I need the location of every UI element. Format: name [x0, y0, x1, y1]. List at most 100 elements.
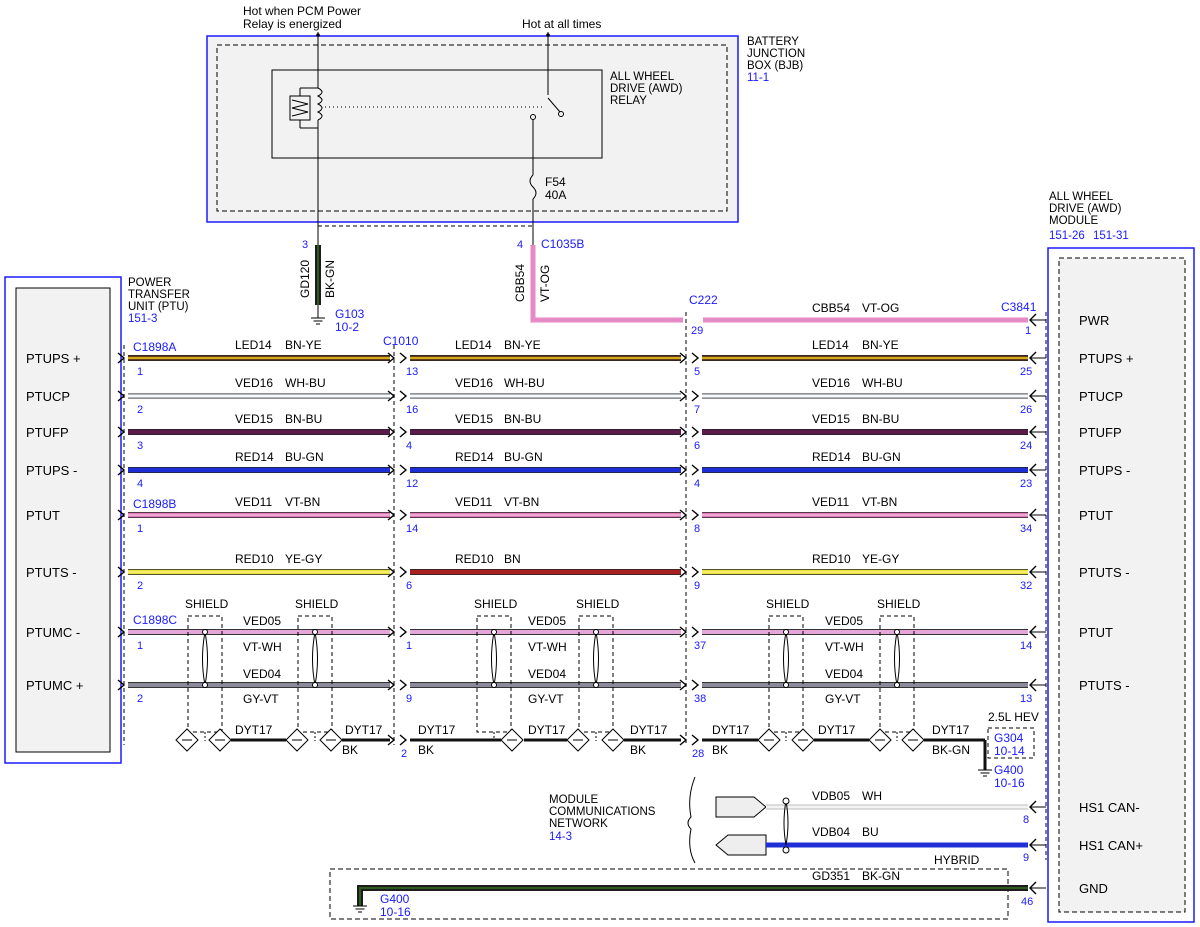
- hybrid-g400-name: G400: [380, 892, 410, 906]
- connector-arrow: [399, 352, 408, 364]
- connector-arrow: [691, 626, 700, 638]
- ptu-title-2: TRANSFER: [128, 289, 190, 301]
- wire-circuit-label: VED16: [235, 376, 273, 390]
- wire-circuit-label: VED15: [812, 412, 850, 426]
- ptu-pin-arrow: [117, 352, 126, 364]
- c222-label: C222: [689, 293, 718, 307]
- bjb-ref: 11-1: [747, 72, 769, 84]
- c1898a-label: C1898A: [133, 340, 176, 354]
- relay-coil: [289, 32, 323, 252]
- hybrid-dashed-box: [329, 868, 1009, 920]
- connector-arrow: [691, 679, 700, 691]
- wire-circuit-label: VED16: [455, 376, 493, 390]
- ptu-pin-arrow: [117, 679, 126, 691]
- awd-title-2: DRIVE (AWD): [1049, 203, 1122, 215]
- shield-label: SHIELD: [185, 597, 229, 611]
- awd-ref-1: 151-26: [1049, 230, 1085, 242]
- wire-circuit-label: RED14: [812, 450, 851, 464]
- drain-circuit-label: DYT17: [712, 723, 750, 737]
- wire-pin-number: 5: [694, 366, 700, 378]
- hot-pcm-line2: Relay is energized: [243, 17, 342, 31]
- connector-arrow: [387, 734, 396, 746]
- ptu-pin-label: PTUT: [26, 508, 60, 523]
- wire-pin-number: 6: [406, 580, 412, 592]
- connector-arrow: [399, 509, 408, 521]
- connector-arrow: [679, 426, 688, 438]
- c1035b-label: C1035B: [541, 237, 584, 251]
- awd-title-1: ALL WHEEL: [1049, 191, 1114, 203]
- twist-symbol: [312, 631, 318, 686]
- ptu-pin-label: PTUMC +: [26, 678, 83, 693]
- relay-box: [271, 69, 603, 159]
- g103-name: G103: [335, 307, 365, 321]
- c1010-label: C1010: [383, 334, 419, 348]
- connector-arrow: [691, 509, 700, 521]
- ptu-pin-arrow: [117, 426, 126, 438]
- network-title-2: COMMUNICATIONS: [549, 806, 656, 818]
- ptu-ref: 151-3: [128, 313, 157, 325]
- bjb-inner-dashed: [216, 44, 728, 212]
- awd-pin-label: HS1 CAN-: [1079, 800, 1140, 815]
- wire-color-label: BU-GN: [285, 450, 324, 464]
- awd-pin-label: HS1 CAN+: [1079, 838, 1143, 853]
- wire-color-label: WH-BU: [285, 376, 326, 390]
- wire-circuit-label: LED14: [455, 338, 492, 352]
- twist-node: [894, 682, 900, 688]
- ptu-pin-label: PTUFP: [26, 425, 69, 440]
- wire-pin-number: 9: [694, 580, 700, 592]
- wire-circuit-label: RED10: [455, 552, 494, 566]
- twisted-color-a: VT-WH: [825, 640, 864, 654]
- connector-arrow: [691, 390, 700, 402]
- connector-arrow: [679, 352, 688, 364]
- connector-arrow: [691, 464, 700, 476]
- c1898b-label: C1898B: [133, 497, 176, 511]
- drain-circuit-label: DYT17: [818, 723, 856, 737]
- can-plus-circuit: VDB04: [812, 825, 850, 839]
- wire-pin-number: 16: [406, 404, 418, 416]
- relay-switch: [530, 32, 564, 175]
- connector-arrow: [387, 679, 396, 691]
- twist-node: [593, 629, 599, 635]
- wire-color-label: BN-YE: [285, 338, 322, 352]
- wire-color-label: BN-YE: [504, 338, 541, 352]
- ptu-pin-arrow: [117, 626, 126, 638]
- twisted-color-b: GY-VT: [825, 692, 861, 706]
- twisted-pin-number: 38: [694, 693, 706, 705]
- hev-dashed-box: [987, 727, 1035, 759]
- twisted-pin-number: 9: [406, 693, 412, 705]
- network-ref: 14-3: [549, 831, 572, 843]
- wire-pin-number: 26: [1020, 404, 1032, 416]
- wire-color-label: WH-BU: [504, 376, 545, 390]
- g304-name: G304: [994, 731, 1024, 745]
- twisted-circuit-b: VED04: [528, 667, 566, 681]
- connector-arrow: [679, 509, 688, 521]
- wire-pin-number: 23: [1020, 478, 1032, 490]
- wire-pin-number: 1: [137, 523, 143, 535]
- shield-box: [578, 615, 614, 733]
- twist-node: [312, 682, 318, 688]
- connector-arrow: [679, 390, 688, 402]
- twist-symbol: [202, 631, 208, 686]
- wire-circuit-label: RED10: [812, 552, 851, 566]
- wire-circuit-label: RED14: [455, 450, 494, 464]
- twist-node: [491, 629, 497, 635]
- connector-arrow: [399, 566, 408, 578]
- wire-circuit-label: VED15: [455, 412, 493, 426]
- connector-arrow: [691, 426, 700, 438]
- gd120-pin: 3: [302, 239, 308, 251]
- connector-arrow: [387, 352, 396, 364]
- twist-node: [312, 629, 318, 635]
- ptu-pin-label: PTUPS -: [26, 463, 77, 478]
- network-brace: [687, 776, 696, 864]
- wire-color-label: VT-BN: [504, 495, 539, 509]
- twist-node: [202, 682, 208, 688]
- wire-circuit-label: RED14: [235, 450, 274, 464]
- wire-color-label: BU-GN: [504, 450, 543, 464]
- wire-pin-number: 25: [1020, 366, 1032, 378]
- relay-title-3: RELAY: [610, 95, 647, 107]
- wire-pin-number: 3: [137, 440, 143, 452]
- hybrid-label: HYBRID: [934, 853, 980, 867]
- awd-pin-label: PTUFP: [1079, 425, 1122, 440]
- cbb54-vert-circuit: CBB54: [513, 264, 527, 302]
- relay-title-1: ALL WHEEL: [610, 71, 675, 83]
